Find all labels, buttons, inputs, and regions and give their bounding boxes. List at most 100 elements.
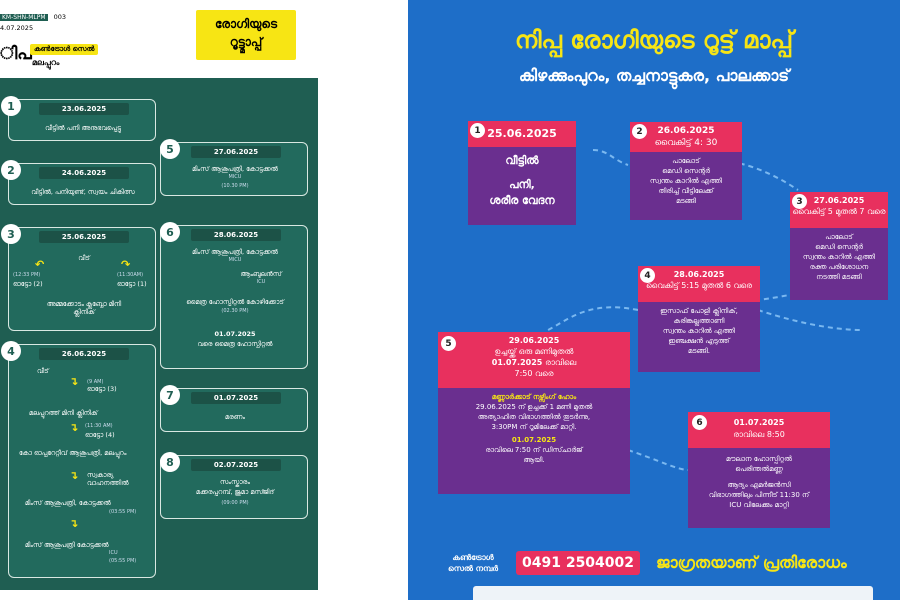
footer-label1: കൺട്രോൾ: [452, 553, 494, 562]
card4-time: (03:55 PM): [109, 509, 137, 515]
left-header: KM-SHN-MLPM 003 4.07.2025 ിപ കൺട്രോൾ സെൽ…: [0, 0, 318, 78]
box-line: പാലോട്: [672, 157, 700, 165]
title-line2: റൂട്ട്മാപ്പ്: [229, 35, 263, 49]
box-time: വൈകിട്ട് 5 മുതൽ 7 വരെ: [792, 207, 886, 216]
route-number-4: 4: [640, 268, 655, 283]
card4-step: കോ ഓപ്പറേറ്റീവ് ആശുപത്രി, മലപ്പുറം: [19, 449, 127, 457]
card4-time: ICU: [109, 550, 118, 556]
card4-time: (05:55 PM): [109, 558, 137, 564]
box-line: ആദ്യം എമർജൻസി: [727, 481, 791, 489]
card-date: 01.07.2025: [191, 392, 281, 404]
card-text: മിംസ് ആശുപത്രി, കോട്ടക്കൽ: [192, 248, 278, 256]
box-line: സ്വന്തം കാറിൽ എത്തി: [649, 177, 723, 185]
card3-left-label: ഓട്ടോ (2): [13, 280, 43, 288]
route-box-2: 26.06.2025 വൈകിട്ട് 4: 30 പാലോട് മെഡി സെ…: [630, 122, 742, 220]
step-number-2: 2: [1, 160, 21, 180]
route-path-lines: [547, 149, 864, 471]
box-line: വിഭാഗത്തിലും പിന്നീട് 11:30 ന്: [708, 491, 810, 499]
card-text: (02.30 PM): [221, 308, 249, 314]
card-text: വരെ മൈത്ര ഹോസ്പിറ്റൽ: [197, 340, 273, 348]
step-number-4: 4: [1, 341, 21, 361]
route-box-5: 29.06.2025 ഉച്ചയ്ക്ക് ഒരു മണിമുതൽ 01.07.…: [438, 332, 630, 494]
footer-label2: സെൽ നമ്പർ: [448, 564, 499, 573]
box-time: വൈകിട്ട് 4: 30: [654, 138, 718, 148]
card-text: മക്കരപ്പറമ്പ്, ജുമാ മസ്ജിദ്: [196, 488, 274, 496]
curved-arrow-icon: ↴: [69, 421, 79, 434]
curved-arrow-icon: ↴: [69, 469, 79, 482]
box-line: ശരീര വേദന: [489, 194, 555, 207]
curved-arrow-icon: ↶: [35, 258, 45, 271]
box-line: 3:30PM ന് റൂമിലേക്ക് മാറ്റി.: [491, 423, 577, 431]
card4-step: മിംസ് ആശുപത്രി കോട്ടക്കൽ: [25, 541, 109, 549]
district-name: മലപ്പുറം: [32, 58, 60, 67]
box-line: മടങ്ങി.: [687, 347, 711, 355]
step-number-8: 8: [160, 452, 180, 472]
route-number-1: 1: [470, 123, 485, 138]
box-line: തിരിച്ച് വീട്ടിലേക്ക്: [658, 187, 714, 195]
card-text: MICU: [228, 174, 242, 180]
card-date: 28.06.2025: [191, 229, 281, 241]
control-cell-label: കൺട്രോൾ സെൽ: [30, 44, 99, 55]
box-line: മടങ്ങി: [676, 197, 696, 205]
card-text: (09:00 PM): [221, 500, 249, 506]
card-text: മൈത്ര ഹോസ്പിറ്റൽ കോഴിക്കോട്: [186, 298, 284, 306]
right-subtitle: കിഴക്കുംപുറം, തച്ചനാട്ടുകര, പാലക്കാട്: [518, 66, 790, 85]
card-text: സംസ്കാരം: [219, 478, 251, 486]
box-time: രാവിലെ 8:50: [733, 430, 785, 439]
card-text: ICU: [256, 279, 266, 285]
box-line: രക്ത പരിശോധന: [809, 263, 869, 271]
box-date3: 01.07.2025: [511, 436, 557, 444]
card-3: 25.06.2025 വീട് ↶ ↷ (12:33 PM) ഓട്ടോ (2)…: [8, 227, 156, 331]
curved-arrow-icon: ↴: [69, 375, 79, 388]
card4-time: (11:30 AM): [85, 423, 113, 429]
doc-code: 003: [53, 13, 66, 21]
card3-right-label: ഓട്ടോ (1): [117, 280, 147, 288]
district-prefix: ിപ: [0, 44, 32, 64]
control-cell-phone: 0491 2504002: [516, 551, 640, 575]
box-line: രാവിലെ 7:50 ന് ഡിസ്ചാർജ്: [485, 446, 583, 454]
route-map-title: രോഗിയുടെ റൂട്ട്മാപ്പ്: [196, 10, 296, 60]
doc-date: 4.07.2025: [0, 24, 34, 32]
box-line: നടത്തി മടങ്ങി: [816, 273, 862, 281]
route-number-3: 3: [792, 194, 807, 209]
right-panel: നിപ്പ രോഗിയുടെ റൂട്ട് മാപ്പ് കിഴക്കുംപുറ…: [408, 0, 900, 600]
card3-right-time: (11:30AM): [117, 272, 144, 278]
box-date: 27.06.2025: [813, 196, 865, 205]
card4-step: വീട്: [37, 367, 49, 375]
card3-home: വീട്: [78, 254, 90, 262]
box-line: കരിങ്കല്ലത്താണി: [673, 317, 725, 325]
right-title: നിപ്പ രോഗിയുടെ റൂട്ട് മാപ്പ്: [514, 26, 794, 54]
card4-step: സ്വകാര്യ വാഹനത്തിൽ: [87, 471, 129, 487]
step-number-5: 5: [160, 139, 180, 159]
box-line: ഇസാഫ് പോളി ക്ലിനിക്,: [660, 307, 738, 315]
card4-step: മലപ്പുറത്ത് മിനി ക്ലിനിക്: [29, 409, 98, 417]
card-8: 02.07.2025 സംസ്കാരം മക്കരപ്പറമ്പ്, ജുമാ …: [160, 455, 308, 519]
step-number-6: 6: [160, 222, 180, 242]
card4-step: ഓട്ടോ (3): [87, 385, 117, 393]
box-line: സ്വന്തം കാറിൽ എത്തി: [802, 253, 876, 261]
curved-arrow-icon: ↷: [121, 258, 131, 271]
route-box-1: 25.06.2025 വീട്ടിൽ പനി, ശരീര വേദന: [468, 121, 576, 225]
box-line: പാലോട്: [825, 233, 853, 241]
route-box-3: 27.06.2025 വൈകിട്ട് 5 മുതൽ 7 വരെ പാലോട് …: [790, 192, 888, 300]
card-date: 23.06.2025: [39, 103, 129, 115]
route-number-5: 5: [441, 336, 456, 351]
card-4: 26.06.2025 വീട് (9 AM) ഓട്ടോ (3) ↴ മലപ്പ…: [8, 344, 156, 578]
card-text: വീട്ടിൽ, പനിയുണ്ട്, സ്വയം ചികിത്സ: [31, 188, 135, 196]
box-line: ആയി.: [523, 456, 545, 464]
box-line: പനി,: [509, 178, 535, 191]
footer-strip: [473, 586, 873, 600]
box-date: 29.06.2025: [508, 336, 560, 345]
card-text: ആംബുലൻസ്: [240, 270, 282, 278]
box-line: അത്യാഹിത വിഭാഗത്തിൽ തുടർന്നു,: [477, 413, 591, 421]
card-text: MICU: [228, 257, 242, 263]
step-number-7: 7: [160, 385, 180, 405]
box-time: വൈകിട്ട് 5:15 മുതൽ 6 വരെ: [646, 281, 752, 290]
card4-time: (9 AM): [87, 379, 104, 385]
card-6: 28.06.2025 മിംസ് ആശുപത്രി, കോട്ടക്കൽ MIC…: [160, 225, 308, 369]
box-date: 25.06.2025: [468, 121, 576, 147]
card-date: 24.06.2025: [39, 167, 129, 179]
card4-step: ഓട്ടോ (4): [85, 431, 115, 439]
card3-left-time: (12:33 PM): [13, 272, 41, 278]
box-line: ICU വിലേക്കും മാറ്റി: [729, 501, 789, 509]
